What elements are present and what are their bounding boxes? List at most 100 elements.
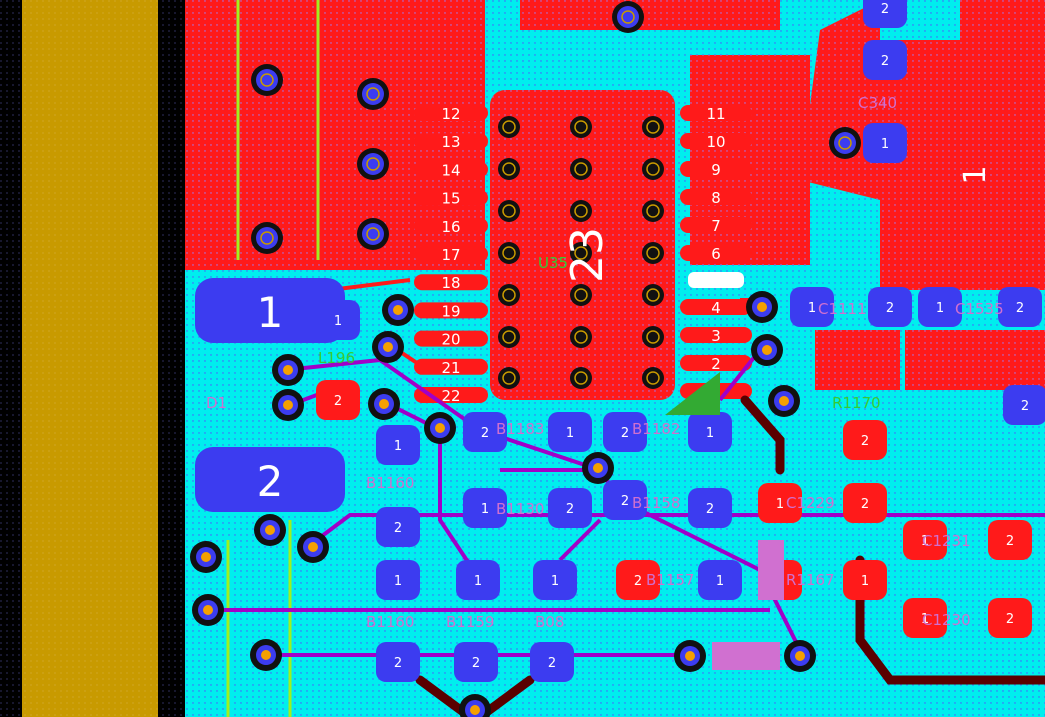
u35-pin-7[interactable]: 7 [680, 217, 752, 235]
smd-pad[interactable]: 2 [454, 642, 498, 682]
smd-pad[interactable]: 1 [463, 488, 507, 528]
thermal-via [498, 284, 520, 306]
via[interactable] [357, 78, 389, 110]
smd-pad[interactable]: 1 [688, 412, 732, 452]
via[interactable] [746, 291, 778, 323]
via[interactable] [254, 514, 286, 546]
big-pad-1[interactable]: 1 [195, 278, 345, 343]
via[interactable] [751, 334, 783, 366]
via[interactable] [357, 218, 389, 250]
via[interactable] [459, 694, 491, 717]
u35-pin-10[interactable]: 10 [680, 133, 752, 151]
via[interactable] [192, 594, 224, 626]
u35-pin-3[interactable]: 3 [680, 327, 752, 345]
via[interactable] [250, 639, 282, 671]
smd-pad[interactable]: 1 [758, 483, 802, 523]
u35-pin-2[interactable]: 2 [680, 355, 752, 373]
smd-pad[interactable]: 2 [530, 642, 574, 682]
smd-pad[interactable]: 2 [843, 420, 887, 460]
smd-pad[interactable]: 1 [376, 425, 420, 465]
u35-pin-9[interactable]: 9 [680, 161, 752, 179]
smd-pad[interactable]: 1 [903, 598, 947, 638]
u35-pin-19[interactable]: 19 [414, 302, 488, 320]
smd-pad[interactable]: 1 [376, 560, 420, 600]
via[interactable] [251, 222, 283, 254]
smd-pad[interactable]: 2 [463, 412, 507, 452]
u35-pin-15[interactable]: 15 [414, 189, 488, 208]
u35-pin-16[interactable]: 16 [414, 217, 488, 236]
pad-number: 2 [886, 301, 894, 316]
pad-number: 1 [394, 439, 402, 454]
u35-pin-17[interactable]: 17 [414, 246, 488, 264]
smd-pad[interactable]: 1 [316, 300, 360, 340]
via[interactable] [382, 294, 414, 326]
smd-pad[interactable]: 2 [998, 287, 1042, 327]
svg-text:B1157: B1157 [646, 571, 694, 589]
u35-pin-label: 8 [711, 189, 721, 207]
via[interactable] [424, 412, 456, 444]
u35-pin-6[interactable]: 6 [680, 245, 752, 263]
smd-pad[interactable]: 2 [603, 480, 647, 520]
smd-pad[interactable]: 2 [863, 40, 907, 80]
u35-pin-label: 19 [441, 302, 460, 320]
via[interactable] [612, 1, 644, 33]
u35-pin-12[interactable]: 12 [414, 105, 488, 123]
via[interactable] [674, 640, 706, 672]
via[interactable] [357, 148, 389, 180]
u35-pin-13[interactable]: 13 [414, 133, 488, 151]
u35-pin-label: 11 [706, 105, 725, 123]
via[interactable] [582, 452, 614, 484]
pad-number: 2 [1006, 612, 1014, 627]
smd-pad[interactable]: 1 [790, 287, 834, 327]
smd-pad[interactable]: 1 [548, 412, 592, 452]
u35-pin-18[interactable]: 18 [414, 274, 488, 292]
smd-pad[interactable]: 2 [863, 0, 907, 28]
via[interactable] [368, 388, 400, 420]
via[interactable] [190, 541, 222, 573]
via[interactable] [297, 531, 329, 563]
u35-pin-4[interactable]: 4 [680, 299, 752, 317]
smd-pad[interactable]: 1 [698, 560, 742, 600]
smd-pad[interactable]: 1 [533, 560, 577, 600]
smd-pad[interactable]: 2 [376, 642, 420, 682]
smd-pad[interactable]: 2 [988, 598, 1032, 638]
smd-pad[interactable]: 2 [316, 380, 360, 420]
smd-pad[interactable]: 1 [843, 560, 887, 600]
smd-pad[interactable]: 2 [988, 520, 1032, 560]
u35-pin-21[interactable]: 21 [414, 358, 488, 377]
via[interactable] [272, 389, 304, 421]
smd-pad[interactable]: 2 [868, 287, 912, 327]
pad-number: 2 [1016, 301, 1024, 316]
svg-text:R1170: R1170 [832, 394, 881, 412]
smd-pad[interactable]: 1 [456, 560, 500, 600]
via[interactable] [272, 354, 304, 386]
pad-number: 1 [921, 612, 929, 627]
pad-number: 2 [634, 574, 642, 589]
smd-pad[interactable]: 1 [903, 520, 947, 560]
smd-pad[interactable]: 2 [603, 412, 647, 452]
pin5-pad-selected[interactable] [688, 272, 744, 288]
via[interactable] [251, 64, 283, 96]
big-pad-c340[interactable]: 1 [958, 165, 993, 184]
via[interactable] [768, 385, 800, 417]
component-r1167-body[interactable] [758, 540, 784, 600]
u35-pin-20[interactable]: 20 [414, 330, 488, 349]
u35-pin-8[interactable]: 8 [680, 189, 752, 207]
smd-pad[interactable]: 2 [616, 560, 660, 600]
u35-pin-14[interactable]: 14 [414, 161, 488, 179]
big-pad-2[interactable]: 2 [195, 447, 345, 512]
smd-pad[interactable]: 2 [376, 507, 420, 547]
smd-pad[interactable]: 2 [1003, 385, 1045, 425]
via[interactable] [829, 127, 861, 159]
smd-pad[interactable]: 1 [918, 287, 962, 327]
smd-pad[interactable]: 2 [688, 488, 732, 528]
via[interactable] [372, 331, 404, 363]
via[interactable] [784, 640, 816, 672]
component-highlight-body[interactable] [712, 642, 780, 670]
u35-pin-11[interactable]: 11 [680, 105, 752, 123]
smd-pad[interactable]: 1 [863, 123, 907, 163]
smd-pad[interactable]: 2 [548, 488, 592, 528]
svg-text:B1160: B1160 [366, 474, 414, 492]
smd-pad[interactable]: 2 [843, 483, 887, 523]
